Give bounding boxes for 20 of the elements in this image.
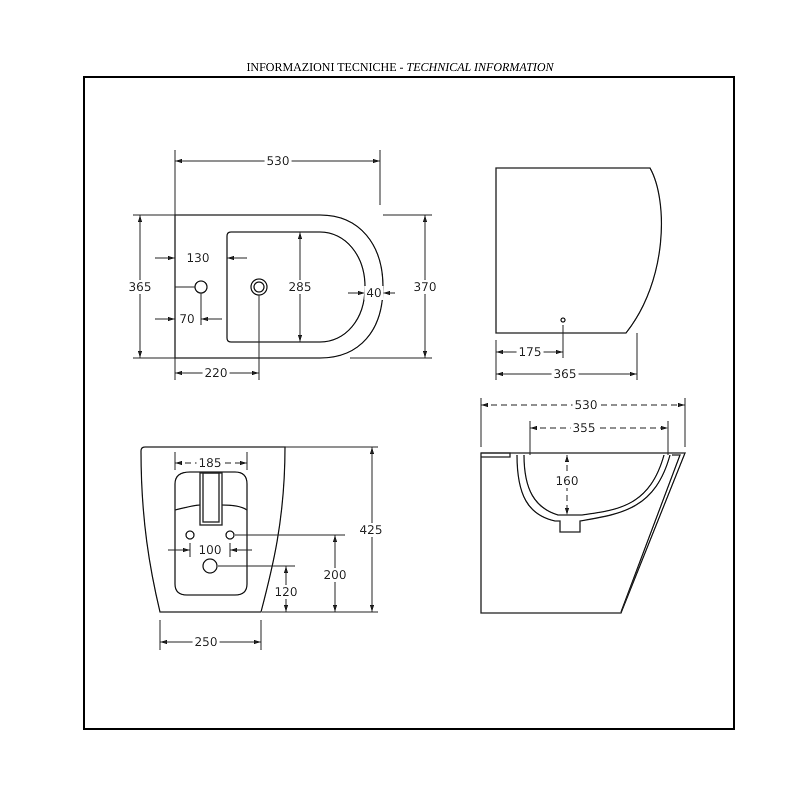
dimension-label: 130 <box>184 251 212 265</box>
dimension-label: 185 <box>196 456 224 470</box>
dimension-label: 70 <box>177 312 197 326</box>
dimension-label: 370 <box>412 280 438 294</box>
dimension-label: 175 <box>516 345 544 359</box>
title: INFORMAZIONI TECNICHE - TECHNICAL INFORMATION <box>245 60 555 75</box>
dimension-label: 100 <box>196 543 224 557</box>
dimension-label: 220 <box>202 366 230 380</box>
dimension-label: 530 <box>264 154 292 168</box>
dimension-label: 120 <box>272 585 300 599</box>
dimension-label: 365 <box>552 367 578 381</box>
dimension-label: 250 <box>192 635 220 649</box>
dimension-label: 530 <box>572 398 600 412</box>
dimension-label: 285 <box>286 280 314 294</box>
dimension-label: 160 <box>554 474 580 488</box>
dimension-label: 365 <box>126 280 154 294</box>
dimension-label: 200 <box>322 568 348 582</box>
dimension-label: 355 <box>570 421 598 435</box>
dimension-label: 40 <box>364 286 384 300</box>
dimension-label: 425 <box>358 523 384 537</box>
